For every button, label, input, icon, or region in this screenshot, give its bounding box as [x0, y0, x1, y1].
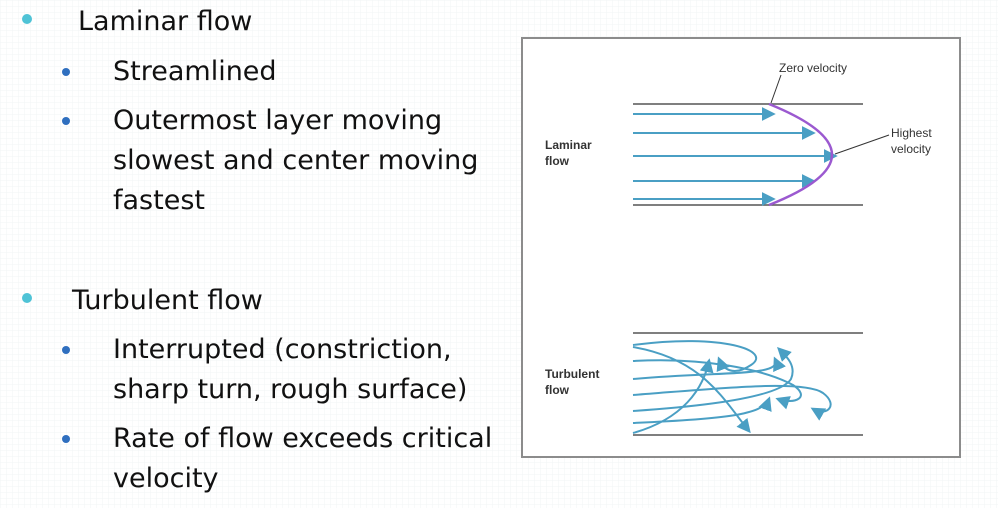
- item-streamlined: Streamlined: [113, 56, 277, 87]
- flow-diagram: Zero velocity Highest velocity Laminar f…: [545, 61, 932, 436]
- turbulent-streamline: [632, 347, 794, 412]
- turbulent-streamline: [632, 356, 786, 380]
- laminar-flow-label-line1: Laminar: [545, 138, 592, 152]
- bullet-marker: [22, 293, 32, 303]
- turbulent-flow-label-line2: flow: [545, 383, 570, 397]
- velocity-profile-curve: [768, 102, 833, 207]
- item-interrupted: Interrupted (constriction, sharp turn, r…: [113, 334, 468, 405]
- turbulent-streamline: [632, 384, 832, 421]
- bullet-marker: [62, 346, 70, 354]
- highest-velocity-label-line2: velocity: [891, 142, 931, 156]
- heading-laminar-flow: Laminar flow: [78, 6, 253, 37]
- turbulent-streamline: [632, 340, 758, 373]
- flow-diagram-frame: Zero velocity Highest velocity Laminar f…: [521, 37, 961, 458]
- heading-turbulent-flow: Turbulent flow: [72, 285, 263, 316]
- highest-velocity-leader: [834, 134, 890, 155]
- bullet-marker: [62, 435, 70, 443]
- item-rate-of-flow: Rate of flow exceeds critical velocity: [113, 423, 493, 494]
- item-outermost-layer: Outermost layer moving slowest and cente…: [113, 105, 479, 216]
- turbulent-streamline: [632, 346, 751, 434]
- laminar-flow-label-line2: flow: [545, 154, 570, 168]
- bullet-marker: [22, 14, 32, 24]
- bullet-marker: [62, 68, 70, 76]
- turbulent-streamline: [632, 396, 772, 424]
- turbulent-streamline: [632, 359, 802, 410]
- turbulent-flow-label-line1: Turbulent: [545, 367, 599, 381]
- turbulent-streamline: [632, 358, 714, 434]
- zero-velocity-label: Zero velocity: [779, 61, 847, 75]
- bullet-marker: [62, 117, 70, 125]
- zero-velocity-leader: [770, 74, 782, 104]
- highest-velocity-label-line1: Highest: [891, 126, 932, 140]
